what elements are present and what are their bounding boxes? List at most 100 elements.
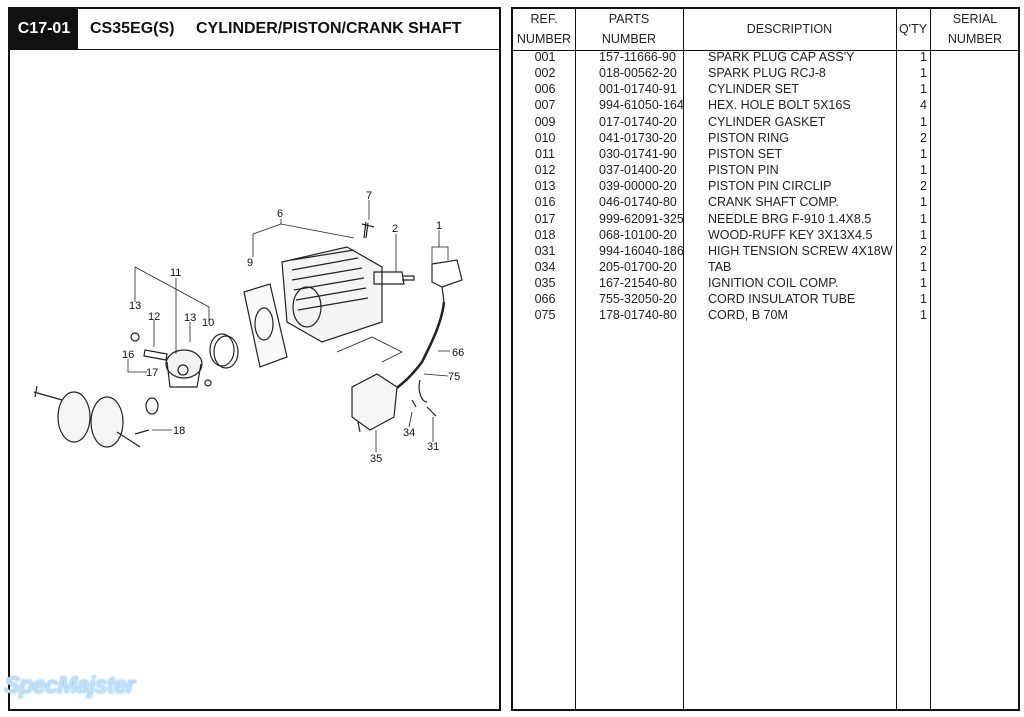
table-row: 018 068-10100-20 WOOD-RUFF KEY 3X13X4.5 1 [513, 228, 1018, 244]
table-row: 016 046-01740-80 CRANK SHAFT COMP. 1 [513, 195, 1018, 211]
part-number: 755-32050-20 [599, 292, 677, 307]
description: PISTON SET [708, 146, 783, 161]
spark-plug-drawing [373, 271, 415, 285]
watermark: SpecMajster [4, 672, 135, 699]
quantity: 1 [920, 195, 927, 210]
part-number: 167-21540-80 [599, 276, 677, 291]
header-ref: REF.NUMBER [516, 12, 572, 46]
quantity: 1 [920, 163, 927, 178]
table-row: 012 037-01400-20 PISTON PIN 1 [513, 163, 1018, 179]
quantity: 1 [920, 66, 927, 81]
part-number: 041-01730-20 [599, 130, 677, 145]
diagram-header: C17-01 CS35EG(S) CYLINDER/PISTON/CRANK S… [10, 9, 499, 50]
crankshaft-drawing [33, 385, 159, 448]
quantity: 1 [920, 227, 927, 242]
ref-number: 031 [534, 243, 556, 258]
description: SPARK PLUG CAP ASS'Y [708, 50, 855, 64]
part-number: 030-01741-90 [599, 146, 677, 161]
ref-number: 018 [534, 227, 556, 242]
table-row: 017 999-62091-325 NEEDLE BRG F-910 1.4X8.5… [513, 212, 1018, 228]
callout-13: 13 [129, 300, 141, 312]
header-qty: Q'TY [898, 22, 928, 36]
callout-18: 18 [173, 425, 185, 437]
ref-number: 009 [534, 114, 556, 129]
ref-number: 011 [535, 146, 555, 161]
description: CYLINDER SET [708, 82, 799, 97]
quantity: 1 [920, 50, 927, 64]
diagram-panel: C17-01 CS35EG(S) CYLINDER/PISTON/CRANK S… [8, 7, 501, 711]
table-row: 034 205-01700-20 TAB 1 [513, 260, 1018, 276]
description: CYLINDER GASKET [708, 114, 826, 129]
table-row: 010 041-01730-20 PISTON RING 2 [513, 131, 1018, 147]
callout-16: 16 [122, 349, 134, 361]
ref-number: 007 [534, 98, 556, 113]
callout-31: 31 [427, 441, 439, 453]
ref-number: 034 [534, 259, 556, 274]
part-number: 037-01400-20 [599, 163, 677, 178]
callout-2: 2 [392, 223, 398, 235]
table-row: 066 755-32050-20 CORD INSULATOR TUBE 1 [513, 292, 1018, 308]
table-row: 011 030-01741-90 PISTON SET 1 [513, 147, 1018, 163]
callout-10: 10 [202, 317, 214, 329]
quantity: 2 [920, 179, 927, 194]
description: TAB [708, 259, 732, 274]
callout-34: 34 [403, 427, 415, 439]
model-name: CS35EG(S) [90, 20, 175, 37]
part-number: 068-10100-20 [599, 227, 677, 242]
callout-9: 9 [247, 257, 253, 269]
part-number: 046-01740-80 [599, 195, 677, 210]
description: PISTON PIN CIRCLIP [708, 179, 832, 194]
description: NEEDLE BRG F-910 1.4X8.5 [708, 211, 872, 226]
part-number: 018-00562-20 [599, 66, 677, 81]
part-number: 999-62091-325 [599, 211, 684, 226]
quantity: 1 [920, 146, 927, 161]
ref-number: 001 [534, 50, 556, 64]
part-number: 039-00000-20 [599, 179, 677, 194]
ref-number: 017 [534, 211, 556, 226]
quantity: 4 [920, 98, 927, 113]
callout-17: 17 [146, 367, 158, 379]
gasket-drawing [243, 283, 288, 368]
ref-number: 066 [534, 292, 556, 307]
table-row: 013 039-00000-20 PISTON PIN CIRCLIP 2 [513, 179, 1018, 195]
part-number: 157-11666-90 [599, 50, 676, 64]
ref-number: 010 [534, 130, 556, 145]
table-row: 002 018-00562-20 SPARK PLUG RCJ-8 1 [513, 66, 1018, 82]
ref-number: 012 [534, 163, 556, 178]
description: CRANK SHAFT COMP. [708, 195, 839, 210]
plug-cap-drawing [431, 259, 463, 303]
part-number: 994-61050-164 [599, 98, 684, 113]
description: CORD INSULATOR TUBE [708, 292, 856, 307]
part-number: 001-01740-91 [599, 82, 677, 97]
ref-number: 002 [534, 66, 556, 81]
description: PISTON PIN [708, 163, 779, 178]
ref-number: 016 [534, 195, 556, 210]
ref-number: 035 [534, 276, 556, 291]
piston-drawing [165, 349, 203, 388]
section-code: C17-01 [10, 9, 78, 49]
ref-number: 075 [534, 308, 556, 323]
description: SPARK PLUG RCJ-8 [708, 66, 826, 81]
part-number: 178-01740-80 [599, 308, 677, 323]
description: WOOD-RUFF KEY 3X13X4.5 [708, 227, 873, 242]
part-number: 205-01700-20 [599, 259, 677, 274]
quantity: 1 [920, 259, 927, 274]
callout-75: 75 [448, 371, 460, 383]
description: PISTON RING [708, 130, 790, 145]
exploded-parts-diagram: 7 6 2 1 9 11 13 12 13 10 16 17 66 75 18 … [33, 190, 464, 465]
quantity: 1 [920, 82, 927, 97]
callout-12: 12 [148, 311, 160, 323]
ref-number: 013 [534, 179, 556, 194]
quantity: 2 [920, 130, 927, 145]
quantity: 1 [920, 292, 927, 307]
quantity: 2 [920, 243, 927, 258]
callout-66: 66 [452, 347, 464, 359]
quantity: 1 [920, 276, 927, 291]
